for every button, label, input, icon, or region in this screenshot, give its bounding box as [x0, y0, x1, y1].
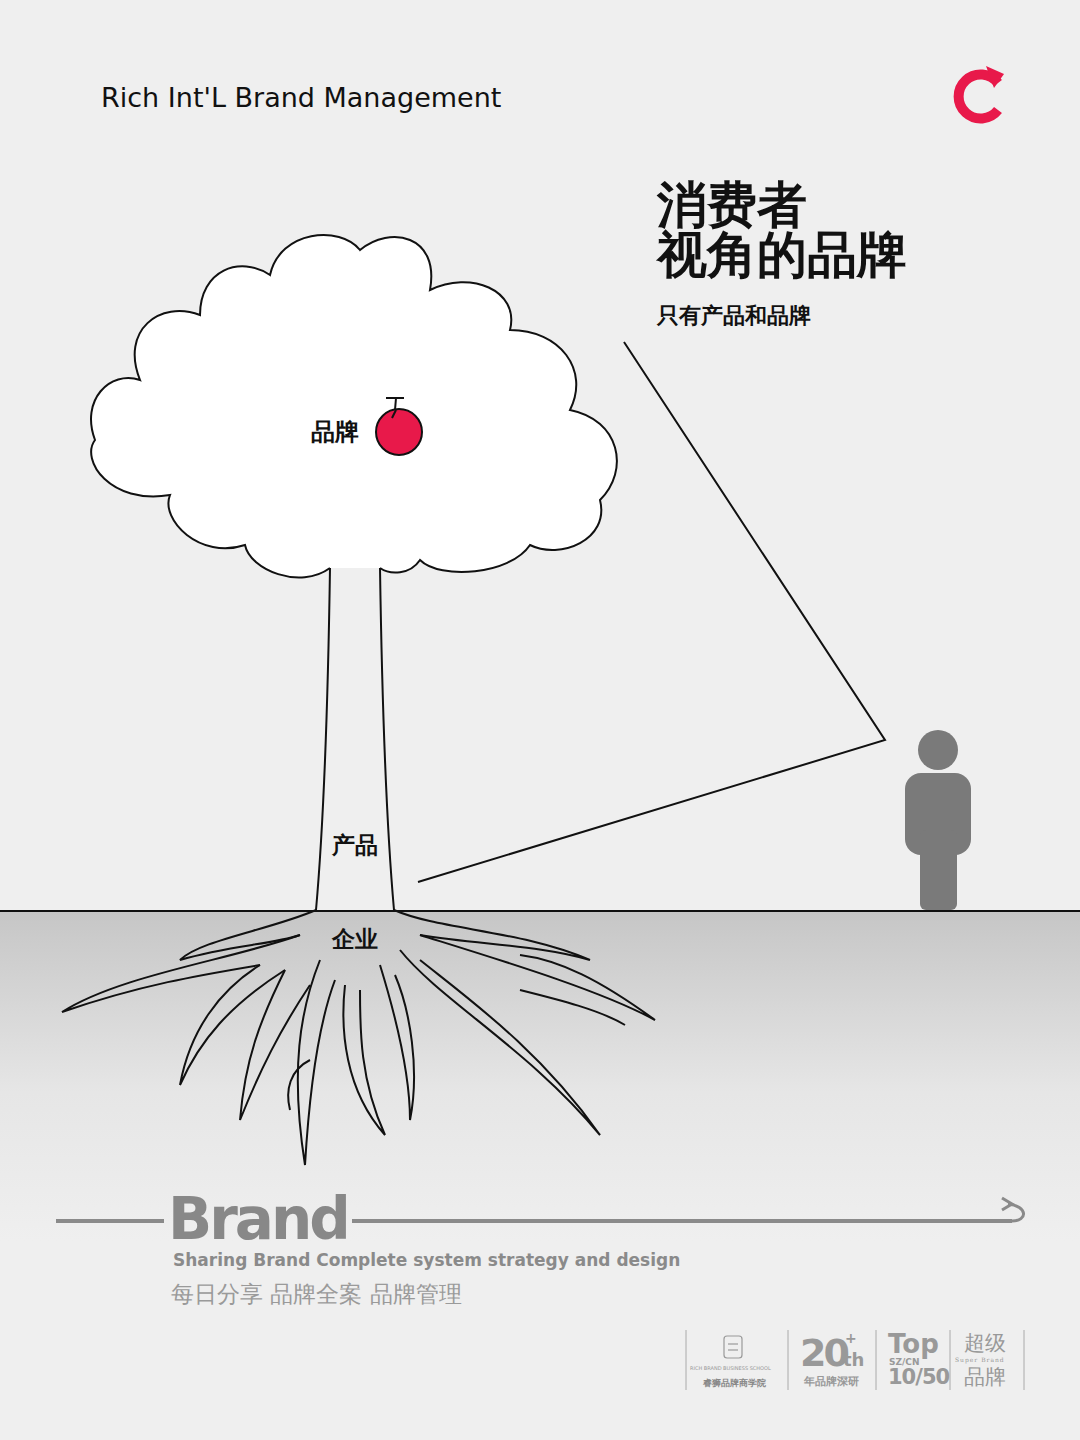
top-word: Top: [888, 1330, 939, 1360]
rank-number: 10/50: [888, 1365, 949, 1389]
trunk: [380, 568, 394, 910]
slogan-en: Sharing Brand Complete system strategy a…: [173, 1251, 680, 1271]
apple: [376, 409, 422, 455]
years-caption: 年品牌深研: [804, 1376, 859, 1389]
school-name-en: RICH BRAND BUSINESS SCHOOL: [690, 1366, 771, 1372]
subtitle: 只有产品和品牌: [657, 303, 811, 328]
super-brand-en: Super Brand: [955, 1357, 1005, 1364]
footer-separator: [686, 1330, 1024, 1390]
roots: [62, 910, 655, 1165]
ground-line: [0, 910, 1080, 912]
school-emblem: [724, 1336, 742, 1358]
product-label: 产品: [332, 832, 378, 858]
school-name-cn: 睿狮品牌商学院: [703, 1378, 766, 1388]
brand-word: Brand: [168, 1186, 348, 1253]
ordinal-suffix: th: [843, 1350, 864, 1371]
person: [905, 730, 971, 910]
super-word: 超级: [964, 1331, 1006, 1355]
brand-logo: [959, 66, 1004, 119]
title: 消费者 视角的品牌: [657, 180, 919, 280]
years-number: 20: [800, 1332, 847, 1376]
apple-stem: [386, 398, 404, 418]
sight-line: [418, 342, 885, 882]
ground: [0, 911, 1080, 1241]
trunk: [316, 568, 330, 910]
brand-label: 品牌: [311, 419, 359, 447]
company-label: 企业: [332, 926, 378, 952]
plus-sign: +: [845, 1330, 857, 1346]
slogan-cn: 每日分享 品牌全案 品牌管理: [171, 1281, 462, 1307]
canopy: [91, 235, 617, 577]
header-text: Rich Int'L Brand Management: [101, 82, 501, 113]
brand-word-cn: 品牌: [964, 1365, 1006, 1389]
